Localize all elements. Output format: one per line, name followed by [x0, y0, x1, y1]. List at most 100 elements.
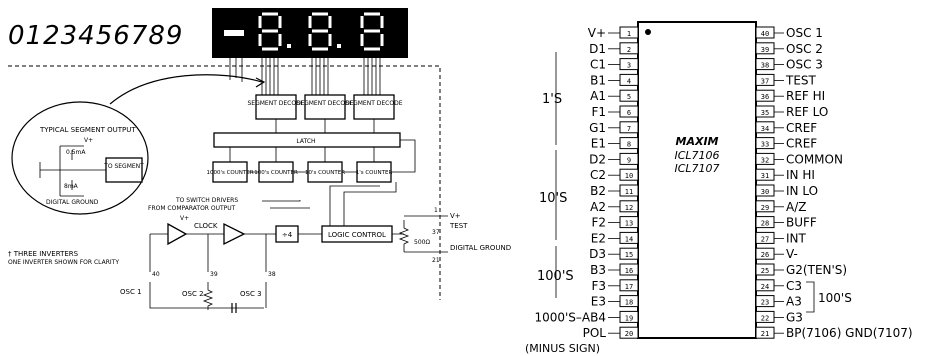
pin-number: 5 — [627, 93, 631, 101]
segment-decode-2: SEGMENT DECODE — [296, 94, 354, 120]
svg-text:† THREE INVERTERS: † THREE INVERTERS — [8, 250, 79, 258]
svg-text:V+: V+ — [84, 137, 93, 144]
pin-number: 19 — [625, 314, 633, 322]
pin-number: 15 — [625, 251, 633, 259]
pin-label: D3 — [589, 247, 606, 261]
pin-number: 34 — [761, 125, 769, 133]
pin-number: 24 — [761, 283, 769, 291]
pin-right-39: 39 OSC 2 — [755, 42, 823, 56]
pin-number: 26 — [761, 251, 769, 259]
pin-label: OSC 1 — [786, 26, 823, 40]
pin-number: 17 — [625, 283, 633, 291]
pin-number: 6 — [627, 109, 631, 117]
pin-number: 18 — [625, 299, 633, 307]
pin-label: A/Z — [786, 200, 806, 214]
pin-label: G3 — [786, 310, 803, 324]
svg-text:TO SWITCH DRIVERS: TO SWITCH DRIVERS — [175, 197, 238, 204]
group-hundreds: 100'S — [537, 269, 574, 284]
svg-text:0.5mA: 0.5mA — [66, 149, 86, 156]
chip-body — [637, 21, 757, 339]
segment-output-callout: TYPICAL SEGMENT OUTPUT V+ 0.5mA 8mA TO S… — [11, 74, 266, 215]
pin-label: TEST — [785, 73, 817, 87]
pin-label: C3 — [786, 279, 802, 293]
svg-text:TO SEGMENT: TO SEGMENT — [103, 163, 144, 170]
svg-text:CLOCK: CLOCK — [194, 222, 218, 230]
pin-number: 35 — [761, 109, 769, 117]
part-number-2: ICL7107 — [674, 162, 719, 175]
pin-label: B2 — [590, 184, 606, 198]
pin-label: E3 — [591, 295, 606, 309]
pin-left-12: 12 A2 — [590, 200, 639, 214]
pin-label: G1 — [589, 121, 606, 135]
pin-label: V+ — [588, 26, 606, 40]
pin-number: 8 — [627, 141, 631, 149]
svg-text:8mA: 8mA — [64, 183, 79, 190]
pin-label: D1 — [589, 42, 606, 56]
svg-text:SEGMENT DECODE: SEGMENT DECODE — [247, 100, 304, 107]
pin-left-11: 11 B2 — [590, 184, 639, 198]
pin-number: 39 — [761, 46, 769, 54]
pin-number: 40 — [761, 30, 769, 38]
pin-left-15: 15 D3 — [589, 247, 639, 261]
pin-label: OSC 3 — [786, 58, 823, 72]
svg-text:1: 1 — [434, 207, 438, 214]
pin-label: OSC 2 — [786, 42, 823, 56]
pin-number: 11 — [625, 188, 633, 196]
pin-label: F3 — [591, 279, 606, 293]
pin-number: 14 — [625, 235, 633, 243]
pin-number: 1 — [627, 30, 631, 38]
pin-left-5: 5A1 — [590, 89, 639, 103]
pin-number: 22 — [761, 314, 769, 322]
pin-label: BUFF — [786, 216, 817, 230]
svg-text:DIGITAL GROUND: DIGITAL GROUND — [450, 244, 511, 252]
pin-number: 25 — [761, 267, 769, 275]
pin-label: C1 — [590, 58, 606, 72]
led-display — [212, 8, 408, 58]
group-tens: 10'S — [539, 191, 567, 206]
pin-label: A2 — [590, 200, 606, 214]
svg-text:TEST: TEST — [449, 222, 468, 230]
counter-1: 1's COUNTER — [356, 161, 392, 183]
svg-text:21: 21 — [432, 257, 440, 264]
svg-text:÷4: ÷4 — [282, 231, 293, 239]
svg-text:10's COUNTER: 10's COUNTER — [305, 170, 345, 176]
pin-number: 12 — [625, 204, 633, 212]
pin-label: F1 — [591, 105, 606, 119]
pin-number: 28 — [761, 220, 769, 228]
pin-label: B3 — [590, 263, 606, 277]
part-number-1: ICL7106 — [674, 149, 719, 162]
svg-text:OSC 3: OSC 3 — [240, 290, 262, 298]
svg-text:40: 40 — [152, 271, 160, 278]
pin-number: 30 — [761, 188, 769, 196]
pin-left-4: 4B1 — [590, 73, 639, 87]
group-hundreds-right: 100'S — [818, 291, 852, 305]
pin-number: 20 — [625, 330, 633, 338]
pin-label: COMMON — [786, 152, 843, 166]
pin-number: 10 — [625, 172, 633, 180]
pin-label: D2 — [589, 152, 606, 166]
pin-number: 21 — [761, 330, 769, 338]
pin-number: 13 — [625, 220, 633, 228]
pin-left-7: 7G1 — [589, 121, 639, 135]
pin-label: CREF — [786, 121, 817, 135]
pin-number: 27 — [761, 235, 769, 243]
inverter-2 — [223, 222, 246, 246]
svg-text:OSC 1: OSC 1 — [120, 288, 142, 296]
svg-text:SEGMENT DECODE: SEGMENT DECODE — [296, 100, 353, 107]
pin-number: 4 — [627, 77, 631, 85]
counter-10: 10's COUNTER — [305, 161, 345, 183]
chip-boundary-dashed — [8, 65, 441, 300]
